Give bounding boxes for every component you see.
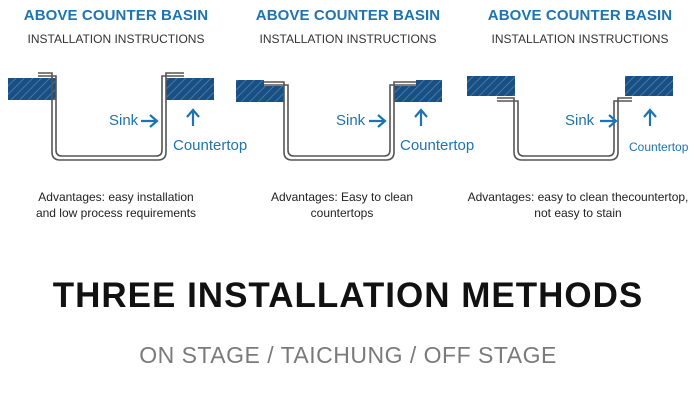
countertop-right <box>625 76 673 96</box>
countertop-label: Countertop <box>400 137 475 154</box>
sink-label: Sink <box>109 112 139 129</box>
panel-title: ABOVE COUNTER BASIN <box>487 7 673 24</box>
methods-subtitle: ON STAGE / TAICHUNG / OFF STAGE <box>139 342 557 368</box>
sink-label: Sink <box>336 112 366 129</box>
sink-label: Sink <box>565 112 595 129</box>
panel-title: ABOVE COUNTER BASIN <box>23 7 209 24</box>
panel-subtitle: INSTALLATION INSTRUCTIONS <box>27 32 205 46</box>
panel-subtitle: INSTALLATION INSTRUCTIONS <box>491 32 669 46</box>
advantages-text: Advantages: easy installation and low pr… <box>35 190 197 220</box>
advantages-text: Advantages: Easy to clean countertops <box>270 190 414 220</box>
panel-title: ABOVE COUNTER BASIN <box>255 7 441 24</box>
right-arrow-icon <box>141 114 159 128</box>
countertop-label: Countertop <box>629 140 689 154</box>
panel-on-stage: ABOVE COUNTER BASIN INSTALLATION INSTRUC… <box>0 0 247 240</box>
countertop-label: Countertop <box>173 137 248 154</box>
up-arrow-icon <box>414 108 428 126</box>
up-arrow-icon <box>643 108 657 126</box>
taichung-diagram <box>236 80 442 161</box>
right-arrow-icon <box>369 114 387 128</box>
sink-outline <box>38 72 184 161</box>
up-arrow-icon <box>186 108 200 126</box>
panel-subtitle: INSTALLATION INSTRUCTIONS <box>259 32 437 46</box>
sink-outline <box>497 97 632 161</box>
off-stage-diagram <box>467 76 673 161</box>
main-title: THREE INSTALLATION METHODS <box>52 276 644 315</box>
on-stage-diagram <box>8 72 214 161</box>
advantages-text: Advantages: easy to clean thecountertop,… <box>467 190 689 220</box>
panel-taichung: ABOVE COUNTER BASIN INSTALLATION INSTRUC… <box>232 0 474 240</box>
panel-off-stage: ABOVE COUNTER BASIN INSTALLATION INSTRUC… <box>464 0 696 240</box>
right-arrow-icon <box>600 114 618 128</box>
sink-outline <box>264 81 416 161</box>
countertop-left <box>467 76 515 96</box>
countertop-right <box>166 78 214 100</box>
countertop-left <box>8 78 56 100</box>
